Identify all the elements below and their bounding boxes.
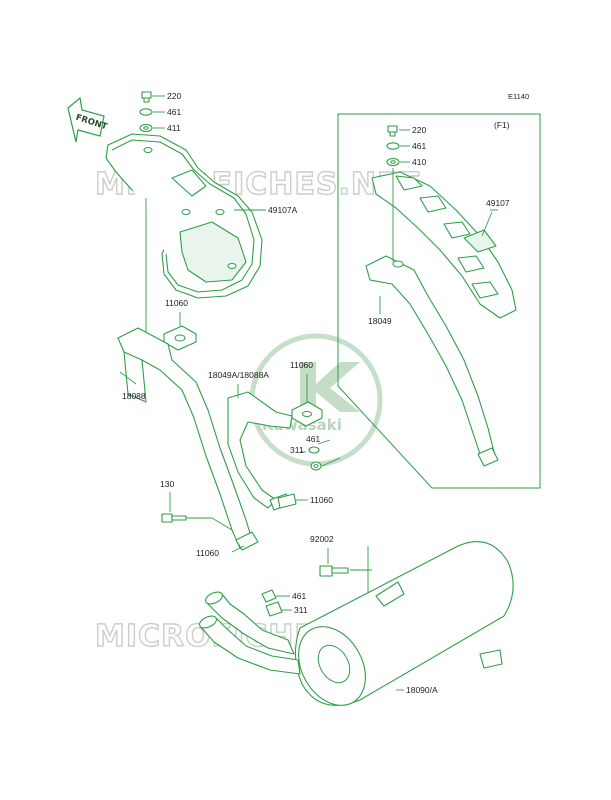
callout-311-mid: 311 bbox=[290, 445, 304, 455]
exhaust-pipe-18049a bbox=[227, 391, 293, 511]
callout-11060-top: 11060 bbox=[165, 298, 188, 308]
nut-311-bottom-icon bbox=[265, 601, 283, 617]
washer-461-f1-icon bbox=[386, 142, 400, 150]
callout-11060-mid: 11060 bbox=[290, 360, 313, 370]
front-arrow-icon: FRONT bbox=[67, 96, 108, 143]
callout-18049: 18049 bbox=[368, 316, 392, 326]
callout-18088: 18088 bbox=[122, 391, 146, 401]
callout-18090a: 18090/A bbox=[406, 685, 438, 695]
gasket-11060-mid bbox=[291, 401, 323, 427]
gasket-11060-lower bbox=[277, 493, 297, 509]
muffler-18090a bbox=[294, 541, 514, 706]
muffler-inlet-pipes bbox=[199, 591, 301, 675]
kawasaki-logo: Kawasaki bbox=[249, 333, 383, 467]
callout-11060-bottom: 11060 bbox=[196, 548, 219, 558]
bolt-92002-icon bbox=[319, 565, 349, 577]
exhaust-pipe-18049 bbox=[365, 255, 499, 467]
callout-461-left: 461 bbox=[167, 107, 181, 117]
callout-130: 130 bbox=[160, 479, 174, 489]
callout-220-left: 220 bbox=[167, 91, 181, 101]
callout-49107: 49107 bbox=[486, 198, 510, 208]
callout-461-bottom: 461 bbox=[292, 591, 306, 601]
callout-410: 410 bbox=[412, 157, 426, 167]
bolt-130-icon bbox=[161, 513, 187, 523]
callout-18049a-18088a: 18049A/18088A bbox=[208, 370, 269, 380]
callout-11060-lower: 11060 bbox=[310, 495, 333, 505]
variant-label: (F1) bbox=[494, 120, 510, 130]
callout-49107a: 49107A bbox=[268, 205, 298, 215]
callout-411: 411 bbox=[167, 123, 181, 133]
diagram-code: E1140 bbox=[508, 92, 529, 101]
heat-shield-49107 bbox=[371, 171, 517, 319]
nut-411-icon bbox=[139, 123, 153, 133]
washer-461-bottom-icon bbox=[261, 589, 277, 603]
variant-box-f1 bbox=[337, 113, 541, 489]
callout-220-f1: 220 bbox=[412, 125, 426, 135]
callout-92002: 92002 bbox=[310, 534, 334, 544]
heat-shield-49107a bbox=[105, 133, 263, 299]
callout-461-f1: 461 bbox=[412, 141, 426, 151]
callout-461-mid: 461 bbox=[306, 434, 320, 444]
bolt-220-icon bbox=[141, 91, 152, 103]
exhaust-pipe-18088 bbox=[117, 327, 259, 551]
callout-311-bottom: 311 bbox=[294, 605, 308, 615]
washer-461-icon bbox=[139, 108, 153, 116]
nut-410-icon bbox=[386, 157, 400, 167]
washer-461-mid-icon bbox=[308, 446, 320, 454]
bolt-220-f1-icon bbox=[387, 125, 398, 137]
nut-311-mid-icon bbox=[310, 461, 322, 471]
